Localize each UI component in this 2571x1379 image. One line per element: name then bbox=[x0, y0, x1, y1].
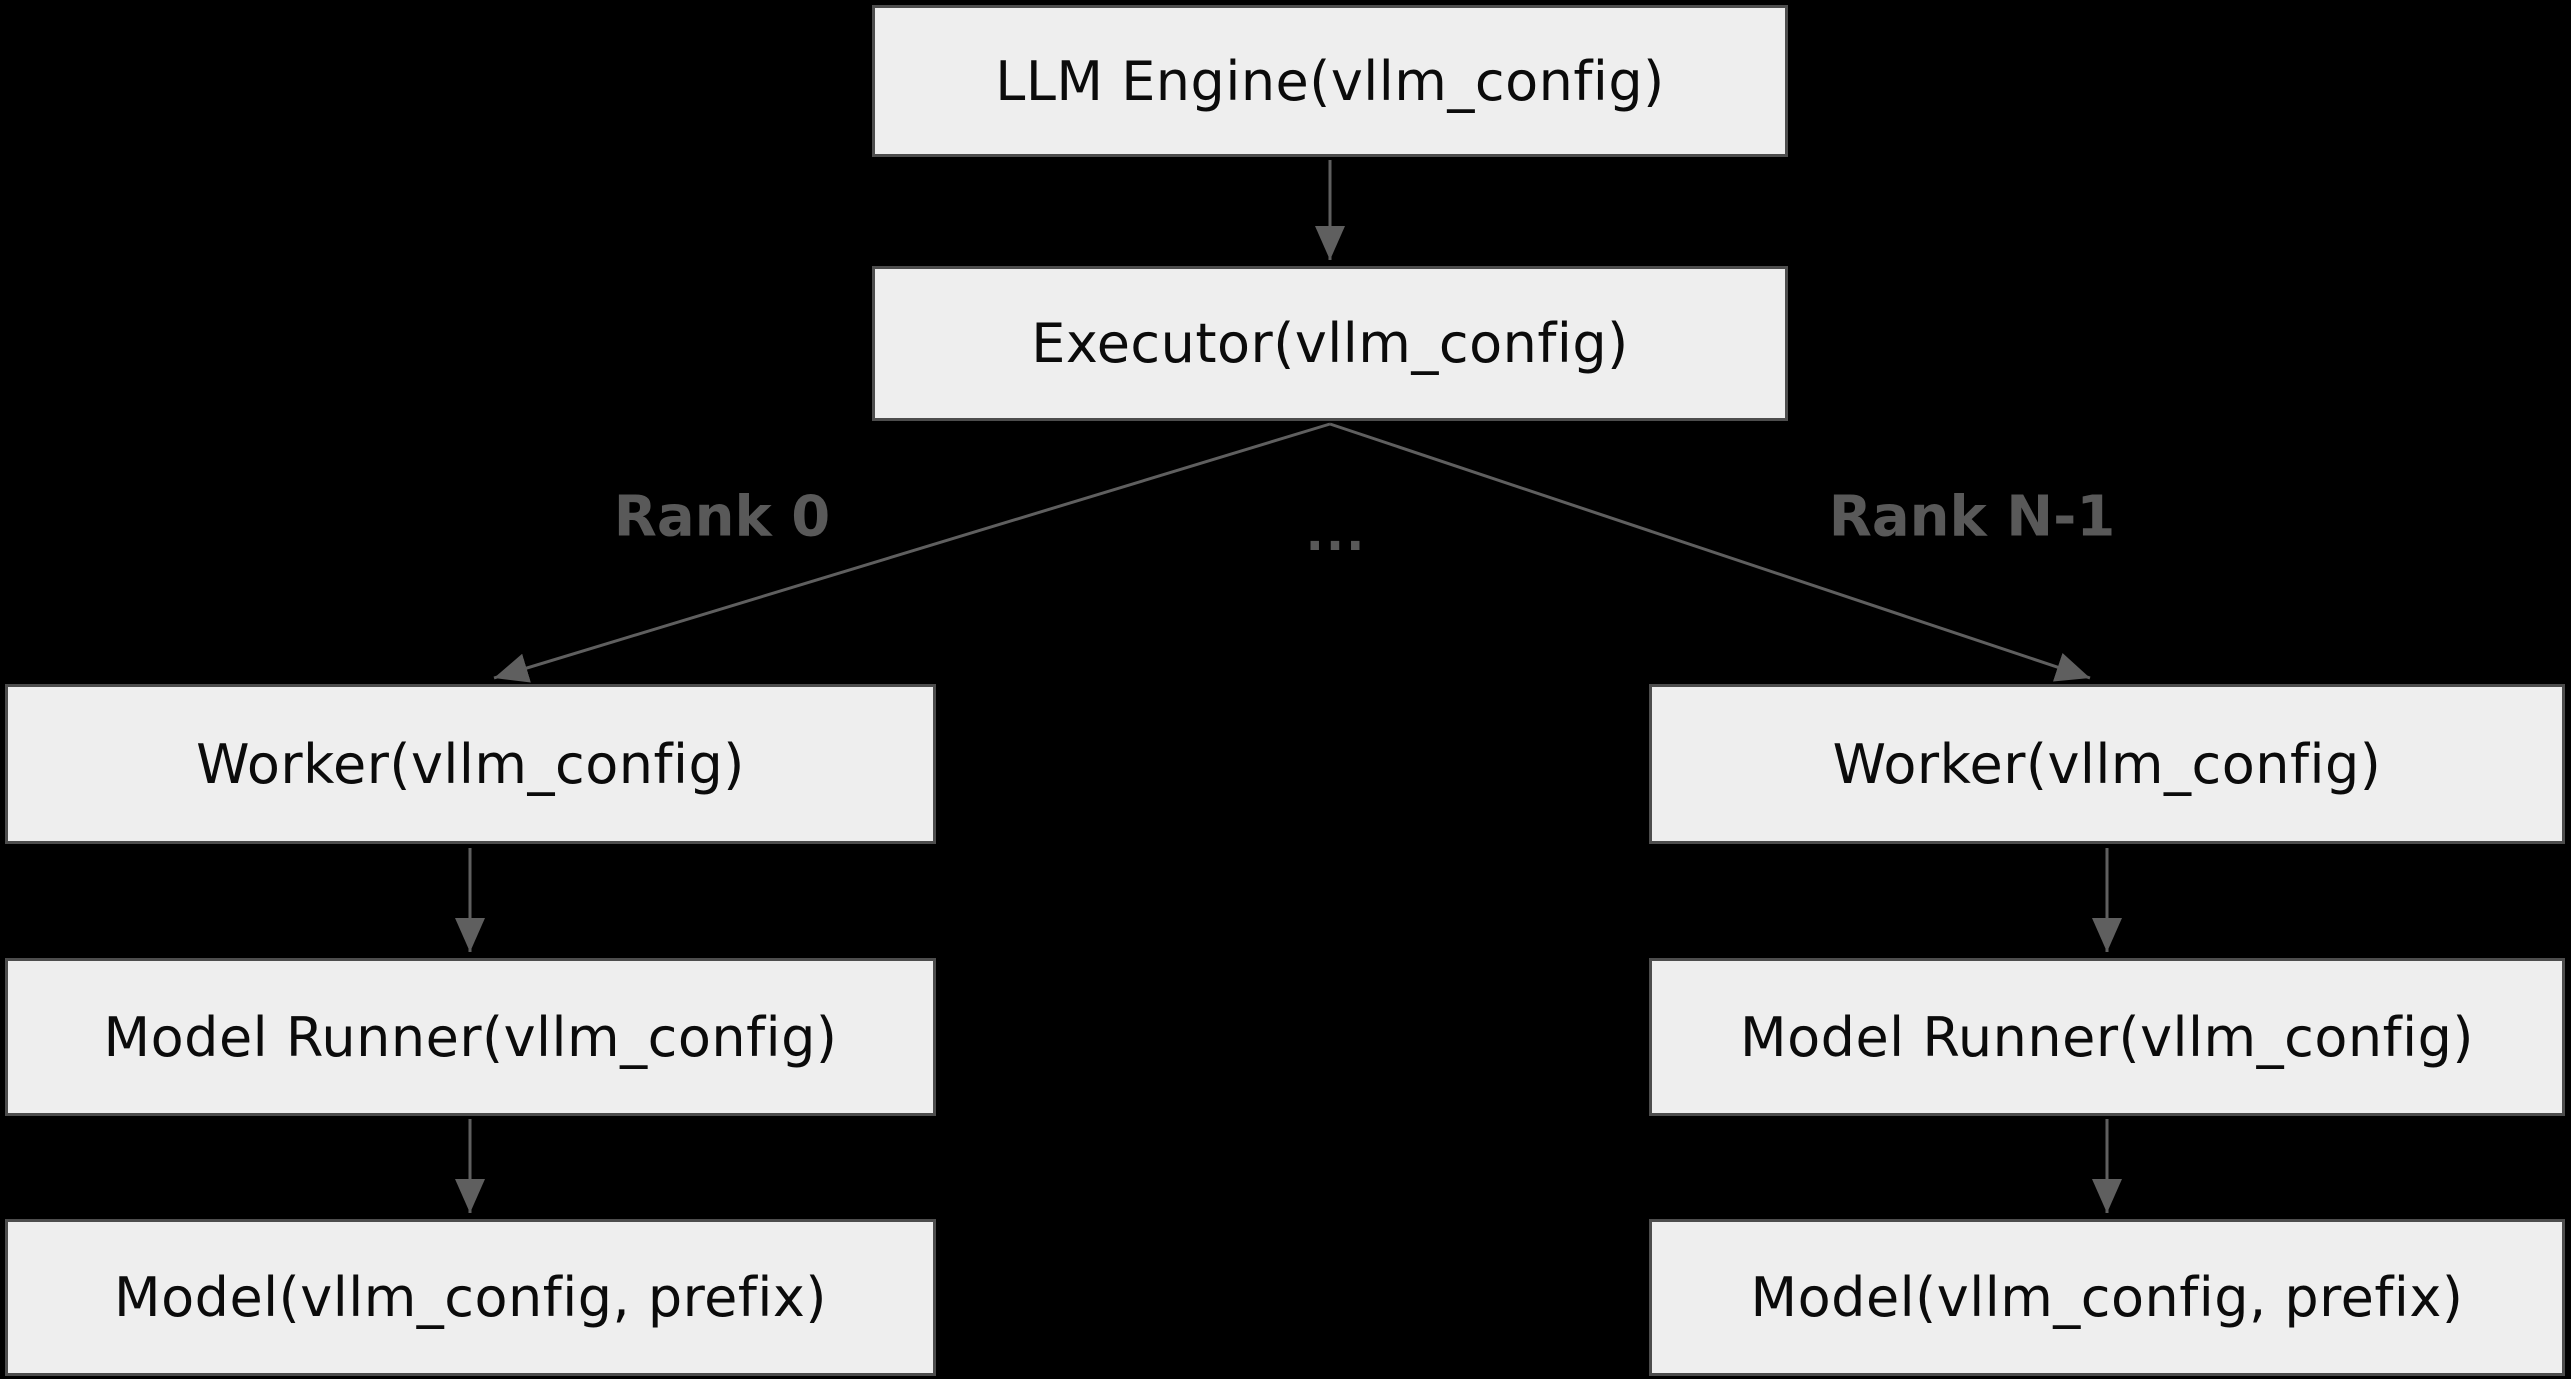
node-executor: Executor(vllm_config) bbox=[872, 266, 1788, 421]
edge-executor-to-worker-left bbox=[493, 422, 1331, 683]
node-worker-rankN: Worker(vllm_config) bbox=[1649, 684, 2565, 844]
edge-label-rank-0: Rank 0 bbox=[613, 484, 831, 550]
node-model-rankN: Model(vllm_config, prefix) bbox=[1649, 1219, 2565, 1376]
node-llm-engine: LLM Engine(vllm_config) bbox=[872, 5, 1788, 157]
edge-executor-to-worker-right bbox=[1329, 422, 2091, 682]
node-model-runner-rank0: Model Runner(vllm_config) bbox=[5, 958, 936, 1116]
edge-label-rank-n-1: Rank N-1 bbox=[1828, 484, 2116, 550]
edge-label-ellipsis: ... bbox=[1305, 506, 1367, 562]
node-worker-rank0: Worker(vllm_config) bbox=[5, 684, 936, 844]
node-model-rank0: Model(vllm_config, prefix) bbox=[5, 1219, 936, 1376]
node-model-runner-rankN: Model Runner(vllm_config) bbox=[1649, 958, 2565, 1116]
